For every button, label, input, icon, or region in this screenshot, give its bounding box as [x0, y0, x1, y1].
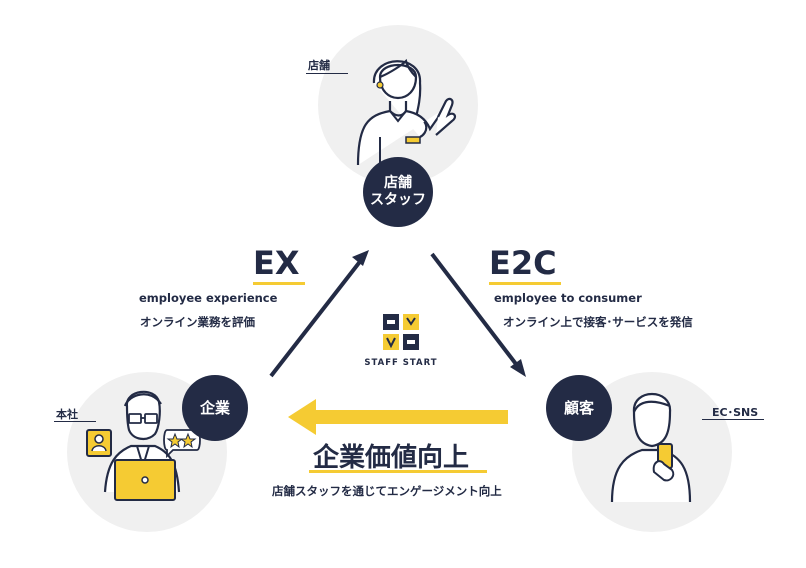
ex-title-underline: [253, 282, 305, 285]
staff-start-logo-text: STAFF START: [356, 358, 446, 368]
ex-title: EX: [253, 244, 300, 282]
e2c-title: E2C: [489, 244, 557, 282]
e2c-description: オンライン上で接客･サービスを発信: [503, 314, 693, 330]
value-description: 店舗スタッフを通じてエンゲージメント向上: [272, 483, 502, 499]
ex-description: オンライン業務を評価: [140, 314, 255, 330]
value-arrow: [312, 410, 508, 424]
value-title: 企業価値向上: [313, 437, 469, 474]
ex-subtitle: employee experience: [139, 291, 277, 305]
staff-start-logo-icon: [381, 312, 421, 352]
e2c-title-underline: [489, 282, 561, 285]
ex-arrow-head: [352, 250, 369, 266]
e2c-subtitle: employee to consumer: [494, 291, 642, 305]
value-arrow-head: [288, 399, 316, 435]
value-title-underline: [309, 470, 487, 473]
